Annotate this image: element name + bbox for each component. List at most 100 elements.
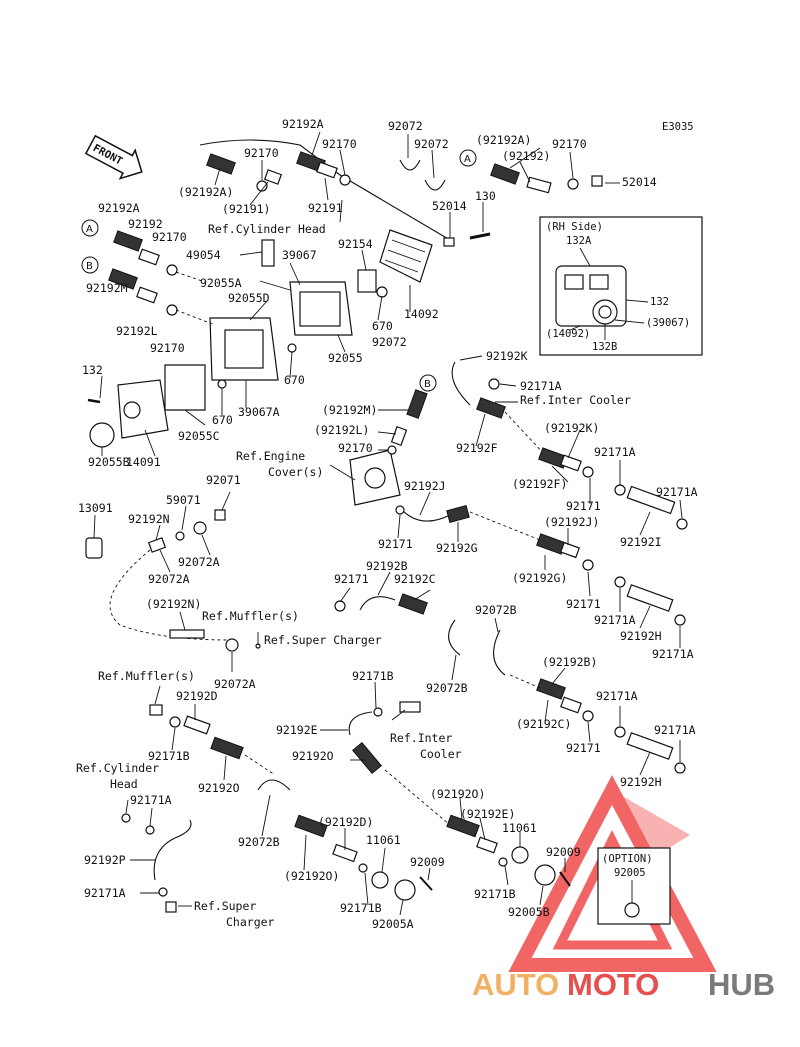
label-92192j: 92192J: [404, 479, 446, 493]
label-92171a-i: 92171A: [84, 886, 126, 900]
part-92154: [357, 269, 377, 293]
spring-92192a-3: [490, 163, 520, 185]
rh-label-132: 132: [650, 296, 669, 308]
hose-92192p: [153, 819, 192, 881]
clamp-92171a-i: [145, 825, 155, 835]
option-plug-part: [624, 902, 640, 918]
label-cooler: Cooler: [420, 747, 462, 761]
hose-92192b: [359, 596, 396, 611]
label-ref-engine: Ref.Engine: [236, 449, 305, 463]
label-92055c: 92055C: [178, 429, 220, 443]
clamp-92171b-a: [169, 716, 181, 728]
label-92055d: 92055D: [228, 291, 270, 305]
label-ref-super: Ref.Super: [194, 899, 256, 913]
ref-b-text-2: B: [424, 379, 431, 390]
ref-b-circle-2: [419, 374, 437, 392]
label-92072a-c: 92072A: [214, 677, 256, 691]
spring-92192o-b: [352, 741, 382, 775]
hose-92192k: [451, 361, 471, 406]
label-92192p: 92192P: [84, 853, 126, 867]
clamp-92171a-g: [674, 762, 686, 774]
label-ref-cylinder: Ref.Cylinder: [76, 761, 159, 775]
o-ring-670-a: [376, 286, 388, 298]
clip-92072a-a: [193, 521, 207, 535]
part-92071: [214, 509, 226, 521]
option-title: (OPTION): [602, 853, 653, 865]
ref-a-text-1: A: [86, 224, 93, 235]
label-92171-d: 92171: [566, 597, 601, 611]
label-ref-super-charger-1: Ref.Super Charger: [264, 633, 382, 647]
label-92171a-c: 92171A: [656, 485, 698, 499]
label-92192e-paren: (92192E): [460, 807, 515, 821]
label-ref-inter-cooler: Ref.Inter Cooler: [520, 393, 631, 407]
hose-92192k-paren: [560, 454, 582, 472]
part-inter-cooler: [399, 701, 421, 713]
spring-92192g: [446, 505, 470, 523]
hose-92192h: [626, 584, 674, 612]
part-labels: 92192A 92072 (92192A) 92170 92170 92170 …: [76, 117, 698, 931]
parts-top: [87, 139, 603, 448]
hose-92192e-paren: [476, 836, 498, 854]
clamp-92171b-b: [373, 707, 383, 717]
label-92055: 92055: [328, 351, 363, 365]
label-92005a: 92005A: [372, 917, 414, 931]
clamp-92171-b: [395, 505, 405, 515]
clip-92072b-a: [448, 619, 461, 656]
label-92071: 92071: [206, 473, 241, 487]
hose-92191: [316, 161, 338, 179]
clamp-92170-mid: [166, 304, 178, 316]
gasket-92055c: [164, 364, 206, 411]
label-130: 130: [475, 189, 496, 203]
label-charger: Charger: [226, 915, 275, 929]
clamp-92171a-d: [614, 576, 626, 588]
hose-92192b-paren: [560, 696, 582, 714]
label-14091: 14091: [126, 455, 161, 469]
label-11061-a: 11061: [366, 833, 401, 847]
label-49054: 49054: [186, 248, 221, 262]
label-92192k-paren: (92192K): [544, 421, 599, 435]
label-92192l: 92192L: [116, 324, 158, 338]
hose-92192j: [399, 507, 451, 522]
label-92171b-a: 92171B: [352, 669, 394, 683]
clamp-92171a-e: [674, 614, 686, 626]
spring-92192c: [398, 593, 428, 615]
label-92192-left: 92192: [128, 217, 163, 231]
label-92192i: 92192I: [620, 535, 662, 549]
part-49054: [261, 239, 275, 267]
label-ref-muffler-2: Ref.Muffler(s): [98, 669, 195, 683]
label-92171-b: 92171: [378, 537, 413, 551]
label-ref-muffler-1: Ref.Muffler(s): [202, 609, 299, 623]
label-92072a-b: 92072A: [148, 572, 190, 586]
label-92192b-paren: (92192B): [542, 655, 597, 669]
label-13091: 13091: [78, 501, 113, 515]
part-59071: [175, 531, 185, 541]
label-92009-b: 92009: [546, 845, 581, 859]
ref-a-text-2: A: [464, 154, 471, 165]
cover-14091: [117, 379, 169, 439]
label-92192c: 92192C: [394, 572, 436, 586]
label-92192g-paren: (92192G): [512, 571, 567, 585]
label-92154: 92154: [338, 237, 373, 251]
hose-92192i: [626, 485, 676, 515]
clip-92072b-b: [493, 629, 506, 676]
label-92171-a: 92171: [566, 499, 601, 513]
ref-a-circle-1: [81, 219, 99, 237]
clamp-92171b-c: [498, 857, 508, 867]
label-92192n: 92192N: [128, 512, 170, 526]
label-92192m-paren: (92192M): [322, 403, 377, 417]
label-92192f: 92192F: [456, 441, 498, 455]
diagram-code: E3035: [662, 121, 694, 133]
part-cyl-head-ref: [121, 813, 131, 823]
part-92005b: [534, 864, 556, 886]
label-92192o-a: 92192O: [292, 749, 334, 763]
label-92192n-paren: (92192N): [146, 597, 201, 611]
label-ref-inter: Ref.Inter: [390, 731, 452, 745]
label-92192o-paren-b: (92192O): [284, 869, 339, 883]
part-92005a: [394, 879, 416, 901]
label-39067: 39067: [282, 248, 317, 262]
label-92171a-h: 92171A: [130, 793, 172, 807]
label-92192-paren: (92192): [502, 149, 550, 163]
label-92072b-a: 92072B: [475, 603, 517, 617]
label-92170-top1: 92170: [244, 146, 279, 160]
